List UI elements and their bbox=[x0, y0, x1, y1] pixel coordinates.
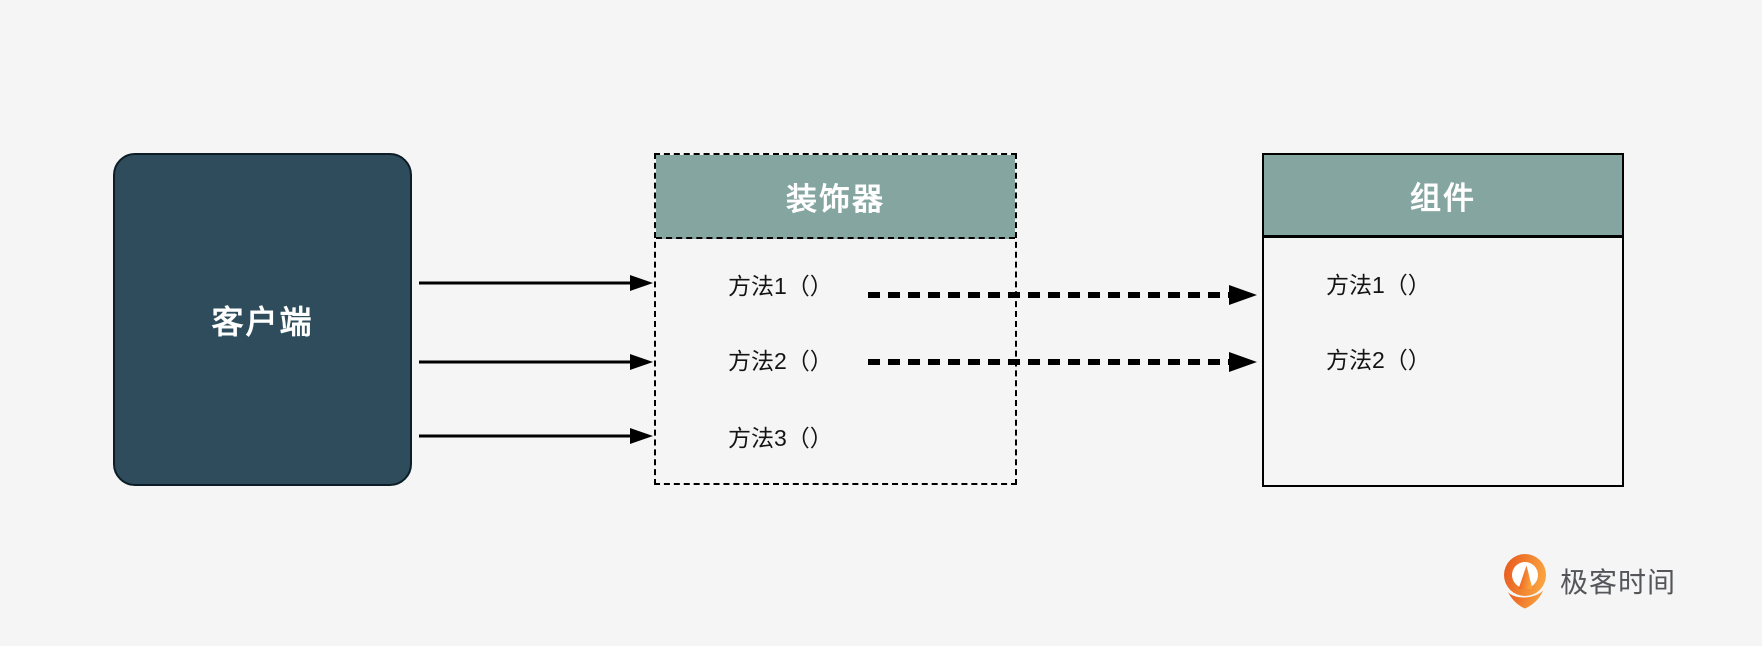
client-label: 客户端 bbox=[211, 303, 314, 340]
component-method-1: 方法1（） bbox=[1326, 272, 1431, 298]
client-to-decorator-arrow-2 bbox=[419, 354, 653, 370]
decorator-header: 装饰器 bbox=[656, 155, 1015, 239]
decorator-method-2: 方法2（） bbox=[728, 348, 833, 374]
component-box: 组件 方法1（） 方法2（） bbox=[1262, 153, 1624, 487]
geektime-logo: 极客时间 bbox=[1499, 551, 1676, 611]
component-header: 组件 bbox=[1264, 155, 1622, 238]
client-box: 客户端 bbox=[113, 153, 412, 486]
geektime-logo-text: 极客时间 bbox=[1560, 567, 1677, 598]
decorator-title: 装饰器 bbox=[786, 181, 885, 217]
decorator-method-1: 方法1（） bbox=[728, 273, 833, 299]
component-method-2: 方法2（） bbox=[1326, 347, 1431, 373]
decorator-method-3: 方法3（） bbox=[728, 425, 833, 451]
decorator-box: 装饰器 方法1（） 方法2（） 方法3（） bbox=[654, 153, 1017, 485]
component-title: 组件 bbox=[1410, 180, 1476, 216]
client-to-decorator-arrow-1 bbox=[419, 275, 653, 291]
client-to-decorator-arrow-3 bbox=[419, 428, 653, 444]
geektime-logo-icon bbox=[1504, 554, 1546, 609]
